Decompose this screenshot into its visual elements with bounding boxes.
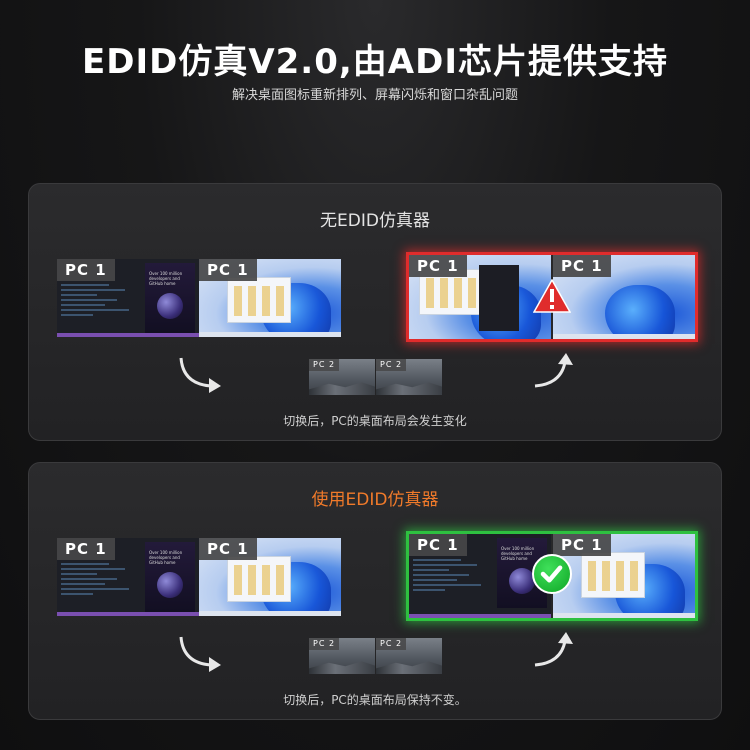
curved-arrow-up-right-icon — [534, 353, 573, 388]
monitor-code-screen: Over 100 million developers and GitHub h… — [57, 259, 199, 337]
promo-text: Over 100 million developers and GitHub h… — [149, 550, 183, 565]
pc-label: PC 2 — [376, 638, 407, 650]
panel-title: 无EDID仿真器 — [320, 211, 430, 231]
monitor-windows-desktop: PC 1 — [199, 538, 341, 616]
monitor-windows-desktop: PC 1 — [199, 259, 341, 337]
panel-caption: 切换后，PC的桌面布局保持不变。 — [283, 693, 467, 707]
pc-label: PC 2 — [309, 359, 340, 371]
monitor-pc2: PC 2 — [376, 638, 442, 674]
monitor-code-screen: Over 100 million developers and GitHub h… — [409, 534, 551, 618]
warning-icon — [533, 279, 571, 313]
taskbar — [199, 332, 341, 337]
promo-window: Over 100 million developers and GitHub h… — [145, 263, 195, 333]
planet-graphic — [157, 293, 183, 319]
monitor-pc2: PC 2 — [376, 359, 442, 395]
taskbar — [553, 613, 695, 618]
checkmark-icon — [532, 554, 572, 594]
taskbar — [57, 333, 199, 337]
pc-label: PC 1 — [57, 538, 115, 560]
promo-text: Over 100 million developers and GitHub h… — [501, 546, 535, 561]
monitor-pc2: PC 2 — [309, 359, 375, 395]
taskbar — [553, 334, 695, 339]
pc-label: PC 1 — [553, 255, 611, 277]
promo-text: Over 100 million developers and GitHub h… — [149, 271, 183, 286]
promo-window: Over 100 million developers and GitHub h… — [497, 538, 547, 608]
wallpaper-bloom — [605, 285, 675, 339]
pc-label: PC 1 — [199, 259, 257, 281]
misplaced-window — [479, 265, 519, 331]
monitor-windows-desktop: PC 1 — [553, 255, 695, 339]
curved-arrow-up-right-icon — [534, 632, 573, 667]
curved-arrow-down-right-icon — [179, 357, 221, 393]
panel-caption: 切换后，PC的桌面布局会发生变化 — [283, 414, 467, 428]
page-title: EDID仿真V2.0,由ADI芯片提供支持 — [82, 42, 668, 82]
pc-label: PC 2 — [309, 638, 340, 650]
code-lines — [61, 281, 141, 333]
monitor-windows-desktop: PC 1 — [553, 534, 695, 618]
planet-graphic — [157, 572, 183, 598]
monitor-code-screen: Over 100 million developers and GitHub h… — [57, 538, 199, 616]
monitor-pc2: PC 2 — [309, 638, 375, 674]
pc-label: PC 1 — [409, 534, 467, 556]
pc-label: PC 1 — [199, 538, 257, 560]
file-explorer-window — [581, 552, 645, 598]
page-subtitle: 解决桌面图标重新排列、屏幕闪烁和窗口杂乱问题 — [231, 88, 518, 103]
taskbar — [57, 612, 199, 616]
code-lines — [61, 560, 141, 612]
result-frame-unchanged: Over 100 million developers and GitHub h… — [406, 531, 698, 621]
checkmark-glyph-icon — [540, 565, 563, 583]
panel-title: 使用EDID仿真器 — [311, 490, 439, 510]
code-lines — [413, 556, 493, 608]
pc-label: PC 1 — [57, 259, 115, 281]
taskbar — [199, 611, 341, 616]
comparison-panel-with-emulator: 使用EDID仿真器 Over 100 million developers an… — [28, 462, 722, 720]
taskbar — [409, 614, 551, 618]
file-explorer-window — [227, 277, 291, 323]
result-frame-changed: PC 1 PC 1 — [406, 252, 698, 342]
planet-graphic — [509, 568, 535, 594]
pc-label: PC 2 — [376, 359, 407, 371]
monitor-rearranged-desktop: PC 1 — [409, 255, 551, 339]
pc-label: PC 1 — [409, 255, 467, 277]
curved-arrow-down-right-icon — [179, 636, 221, 672]
comparison-panel-without-emulator: 无EDID仿真器 Over 100 million developers and… — [28, 183, 722, 441]
promo-window: Over 100 million developers and GitHub h… — [145, 542, 195, 612]
file-explorer-window — [227, 556, 291, 602]
pc-label: PC 1 — [553, 534, 611, 556]
